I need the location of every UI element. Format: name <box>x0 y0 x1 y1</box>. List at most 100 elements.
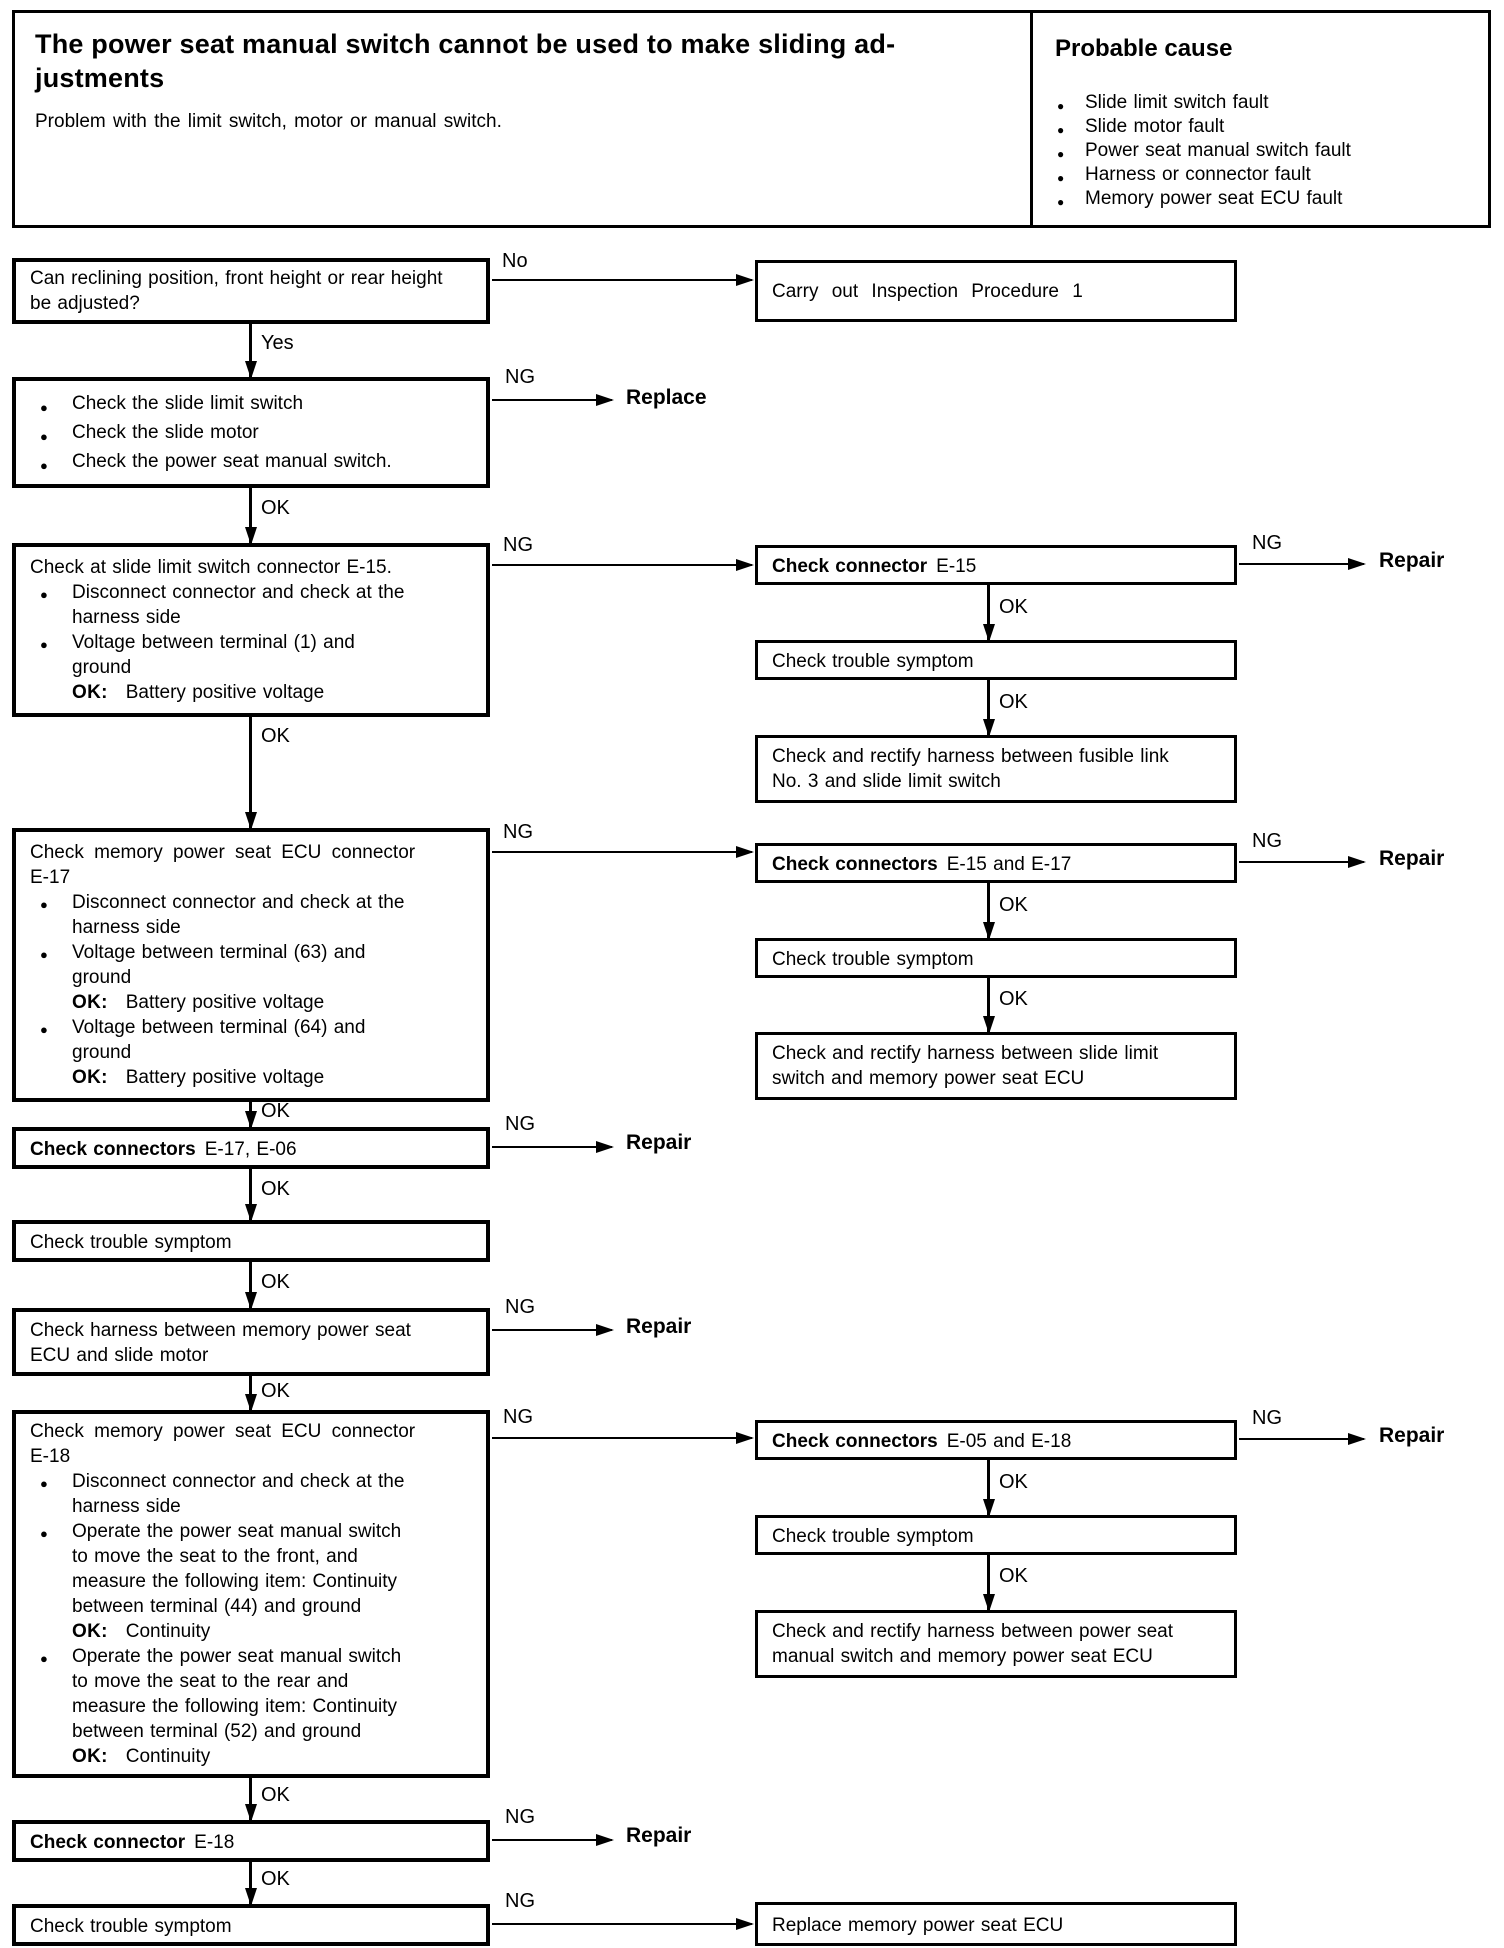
ok-label: OK: <box>72 1746 108 1767</box>
box-text: Can reclining position, front height or … <box>30 268 443 314</box>
probable-cause-item: Power seat manual switch fault <box>1055 139 1478 166</box>
check-item: Operate the power seat manual switch to … <box>30 1644 472 1744</box>
ok-spec: OK:Battery positive voltage <box>30 990 472 1015</box>
arrow-ng-right-icon <box>1239 563 1364 565</box>
branch-label-ok: OK <box>261 1100 290 1122</box>
arrow-ng-right-icon <box>492 1146 612 1148</box>
check-item: Check the slide motor <box>30 418 472 451</box>
box-e15-connector-check: Check at slide limit switch connector E-… <box>12 543 490 717</box>
branch-label-no: No <box>502 250 528 272</box>
box-text: Check and rectify harness between power … <box>772 1621 1173 1667</box>
branch-label-ok: OK <box>261 1178 290 1200</box>
branch-label-ok: OK <box>999 1471 1028 1493</box>
check-item: Operate the power seat manual switch to … <box>30 1519 472 1619</box>
action-label-repair: Repair <box>626 1131 692 1154</box>
box-e17-connector-check: Check memory power seat ECU connector E-… <box>12 828 490 1102</box>
ok-spec: OK:Continuity <box>30 1744 472 1769</box>
box-text: E-15 and E-17 <box>946 854 1072 875</box>
check-item: Disconnect connector and check at the ha… <box>30 1469 472 1519</box>
arrow-ng-right-icon <box>1239 1438 1364 1440</box>
branch-label-ok: OK <box>261 1784 290 1806</box>
arrow-ng-right-icon <box>492 399 612 401</box>
box-harness-ecu-slide-motor: Check harness between memory power seat … <box>12 1308 490 1376</box>
arrow-ok-down-icon <box>249 717 252 828</box>
box-text: Check trouble symptom <box>772 651 974 672</box>
branch-label-ng: NG <box>503 821 533 843</box>
arrow-ng-right-icon <box>1239 861 1364 863</box>
branch-label-ok: OK <box>999 1565 1028 1587</box>
arrow-ng-right-icon <box>492 1839 612 1841</box>
box-text: E-15 <box>936 556 977 577</box>
branch-label-ok: OK <box>999 988 1028 1010</box>
box-text: Replace memory power seat ECU <box>772 1915 1064 1936</box>
probable-cause-list: Slide limit switch fault Slide motor fau… <box>1055 91 1478 214</box>
check-item: Check the power seat manual switch. <box>30 447 472 480</box>
branch-label-ng: NG <box>505 1113 535 1135</box>
box-check-trouble-symptom-left-2: Check trouble symptom <box>12 1904 490 1946</box>
probable-cause-item: Slide limit switch fault <box>1055 91 1478 118</box>
box-check-trouble-symptom-left-1: Check trouble symptom <box>12 1220 490 1262</box>
branch-label-ng: NG <box>505 366 535 388</box>
box-title: Check memory power seat ECU connector E-… <box>30 842 416 888</box>
box-check-trouble-symptom-right-1: Check trouble symptom <box>755 640 1237 680</box>
branch-label-ok: OK <box>999 691 1028 713</box>
box-initial-checks: Check the slide limit switch Check the s… <box>12 377 490 488</box>
check-item: Voltage between terminal (63) and ground <box>30 940 472 990</box>
box-text: E-17, E-06 <box>204 1139 297 1160</box>
arrow-ng-right-icon <box>492 1329 612 1331</box>
box-title: Check memory power seat ECU connector E-… <box>30 1421 416 1467</box>
arrow-ok-down-icon <box>987 585 990 640</box>
header-problem-panel: The power seat manual switch cannot be u… <box>15 13 1030 225</box>
branch-label-ok: OK <box>261 1380 290 1402</box>
branch-label-ng: NG <box>505 1890 535 1912</box>
check-item: Voltage between terminal (1) and ground <box>30 630 472 680</box>
ok-spec: OK:Battery positive voltage <box>30 680 472 705</box>
box-rectify-manual-switch-harness: Check and rectify harness between power … <box>755 1610 1237 1678</box>
arrow-ng-right-icon <box>492 564 752 566</box>
arrow-yes-down-icon <box>249 324 252 377</box>
box-question-adjustable: Can reclining position, front height or … <box>12 258 490 324</box>
page-title: The power seat manual switch cannot be u… <box>35 29 896 93</box>
box-rectify-fusible-link-harness: Check and rectify harness between fusibl… <box>755 735 1237 803</box>
box-check-trouble-symptom-right-3: Check trouble symptom <box>755 1515 1237 1555</box>
box-text: Check trouble symptom <box>30 1232 232 1253</box>
branch-label-ok: OK <box>999 596 1028 618</box>
ok-value: Battery positive voltage <box>125 992 325 1013</box>
probable-cause-item: Memory power seat ECU fault <box>1055 187 1478 214</box>
box-text-bold: Check connector <box>30 1832 186 1853</box>
ok-value: Continuity <box>125 1621 211 1642</box>
page-subtitle: Problem with the limit switch, motor or … <box>35 111 502 132</box>
branch-label-ok: OK <box>261 497 290 519</box>
action-label-replace: Replace <box>626 386 707 409</box>
probable-cause-item: Slide motor fault <box>1055 115 1478 142</box>
box-text: Check and rectify harness between fusibl… <box>772 746 1169 792</box>
box-check-connector-e18: Check connector E-18 <box>12 1820 490 1862</box>
ok-spec: OK:Continuity <box>30 1619 472 1644</box>
branch-label-ng: NG <box>505 1806 535 1828</box>
arrow-no-right-icon <box>492 279 752 281</box>
box-text: E-18 <box>194 1832 235 1853</box>
arrow-ok-down-icon <box>249 1376 252 1410</box>
branch-label-ok: OK <box>261 1271 290 1293</box>
box-e18-connector-check: Check memory power seat ECU connector E-… <box>12 1410 490 1778</box>
action-label-repair: Repair <box>1379 1424 1445 1447</box>
arrow-ok-down-icon <box>249 1862 252 1904</box>
box-text-bold: Check connector <box>772 556 928 577</box>
box-title: Check at slide limit switch connector E-… <box>30 557 392 578</box>
branch-label-ng: NG <box>503 534 533 556</box>
box-text: Check trouble symptom <box>772 949 974 970</box>
probable-cause-item: Harness or connector fault <box>1055 163 1478 190</box>
box-text: Check harness between memory power seat … <box>30 1320 411 1366</box>
probable-cause-title: Probable cause <box>1055 35 1233 62</box>
box-carry-out-inspection-procedure-1: Carry out Inspection Procedure 1 <box>755 260 1237 322</box>
box-text: Carry out Inspection Procedure 1 <box>772 281 1083 302</box>
box-check-connectors-e15-e17: Check connectors E-15 and E-17 <box>755 843 1237 883</box>
action-label-repair: Repair <box>1379 549 1445 572</box>
branch-label-ng: NG <box>505 1296 535 1318</box>
branch-label-ok: OK <box>999 894 1028 916</box>
box-text-bold: Check connectors <box>772 854 938 875</box>
ok-value: Battery positive voltage <box>125 1067 325 1088</box>
arrow-ok-down-icon <box>987 883 990 938</box>
arrow-ng-right-icon <box>492 1437 752 1439</box>
arrow-ng-right-icon <box>492 851 752 853</box>
